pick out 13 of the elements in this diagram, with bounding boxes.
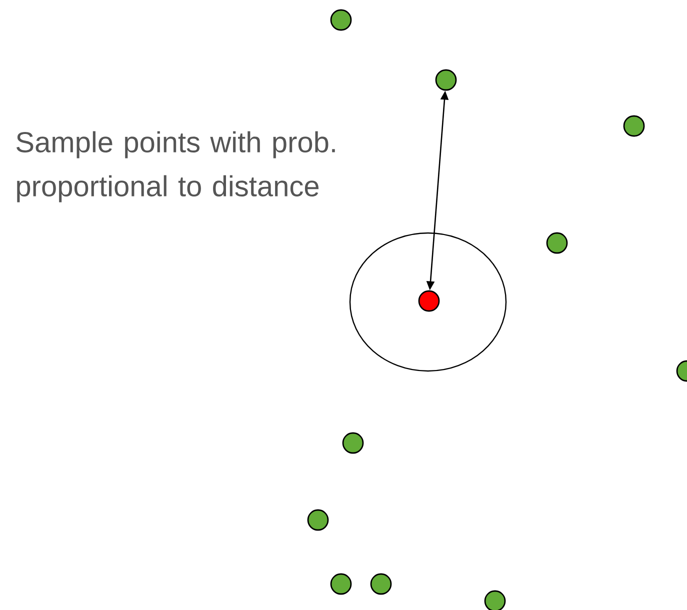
point-dot — [418, 290, 440, 312]
radius-ellipse — [349, 232, 507, 372]
point-dot — [435, 69, 457, 91]
point-dot — [623, 115, 645, 137]
point-dot — [307, 509, 329, 531]
point-dot — [330, 573, 352, 595]
point-dot — [342, 432, 364, 454]
caption-text: Sample points with prob. proportional to distance — [16, 131, 335, 202]
point-dot — [546, 232, 568, 254]
point-dot — [484, 590, 506, 610]
point-dot — [676, 360, 687, 382]
point-dot — [330, 9, 352, 31]
point-dot — [370, 573, 392, 595]
